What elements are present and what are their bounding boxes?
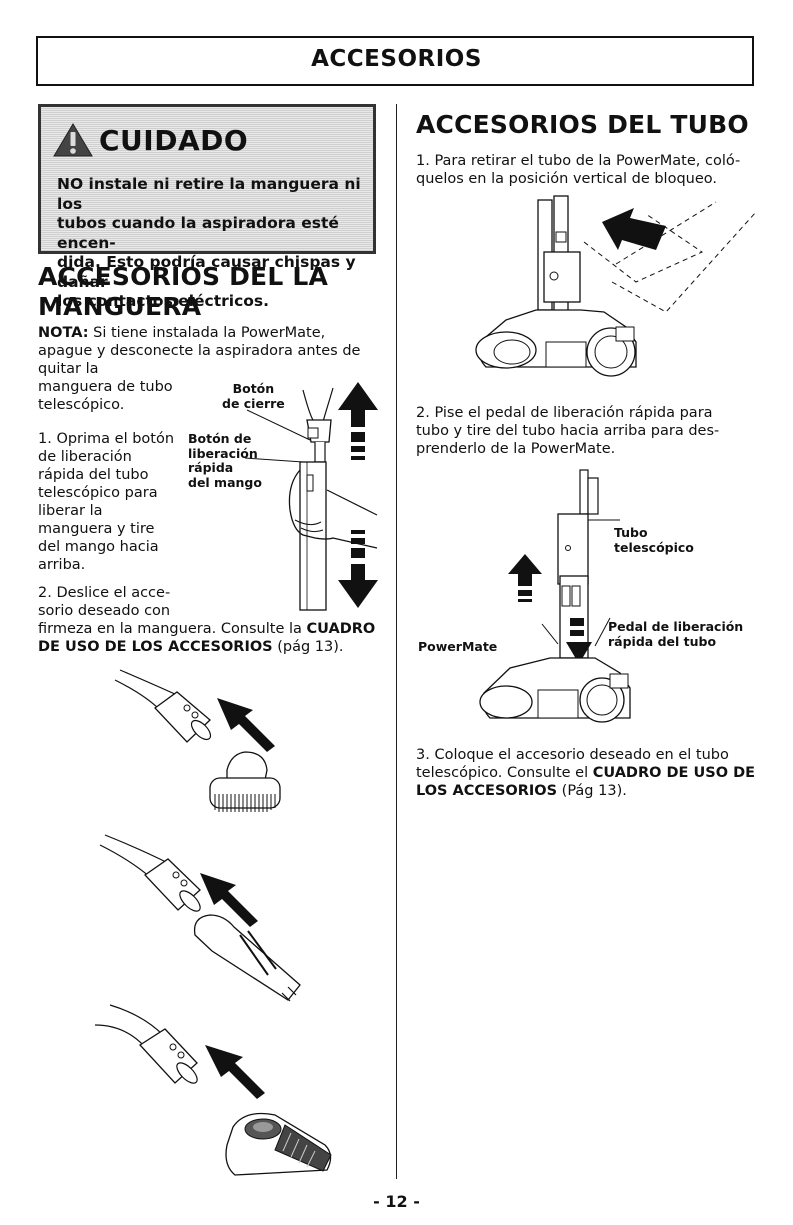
page-number: - 12 - (373, 1192, 420, 1211)
tube-accessories-heading: ACCESORIOS DEL TUBO (416, 110, 749, 139)
page-header-title: ACCESORIOS (311, 46, 482, 72)
hose-turbo-brush-illustration (94, 1004, 332, 1176)
hose-accessories-heading: ACCESORIOS DEL LA MANGUERA (38, 262, 329, 321)
caution-text: NO instale ni retire la manguera ni los … (57, 175, 361, 310)
label-boton-liberacion: Botón de liberación rápida del mango (188, 431, 262, 490)
caution-box: CUIDADO NO instale ni retire la manguera… (38, 104, 376, 310)
caution-title: CUIDADO (99, 123, 249, 157)
powermate-upright-illustration (475, 195, 757, 377)
label-pedal-liberacion: Pedal de liberación rápida del tubo (608, 619, 744, 649)
tube-step-1: 1. Para retirar el tubo de la PowerMate,… (416, 153, 741, 187)
label-boton-cierre: Botón de cierre (222, 381, 285, 411)
hose-step-2: 2. Deslice el acce- sorio deseado con fi… (38, 585, 376, 655)
arrow-up-icon (338, 382, 378, 460)
column-divider (396, 104, 397, 1179)
label-powermate: PowerMate (418, 639, 498, 654)
label-tubo-telescopico: Tubo telescópico (614, 525, 694, 555)
tube-release-illustration (479, 469, 631, 723)
hose-handle-illustration (244, 387, 378, 611)
tube-step-2: 2. Pise el pedal de liberación rápida pa… (416, 405, 720, 457)
hose-step-1: 1. Oprima el botón de liberación rápida … (38, 431, 175, 573)
arrow-down-icon (338, 530, 378, 608)
warning-triangle-icon (53, 123, 93, 157)
hose-dusting-brush-illustration (114, 669, 281, 812)
tube-step-3: 3. Coloque el accesorio deseado en el tu… (416, 747, 756, 799)
hose-crevice-tool-illustration (99, 834, 301, 1002)
header-box (36, 36, 754, 86)
nota-paragraph: NOTA: Si tiene instalada la PowerMate, a… (38, 325, 361, 413)
